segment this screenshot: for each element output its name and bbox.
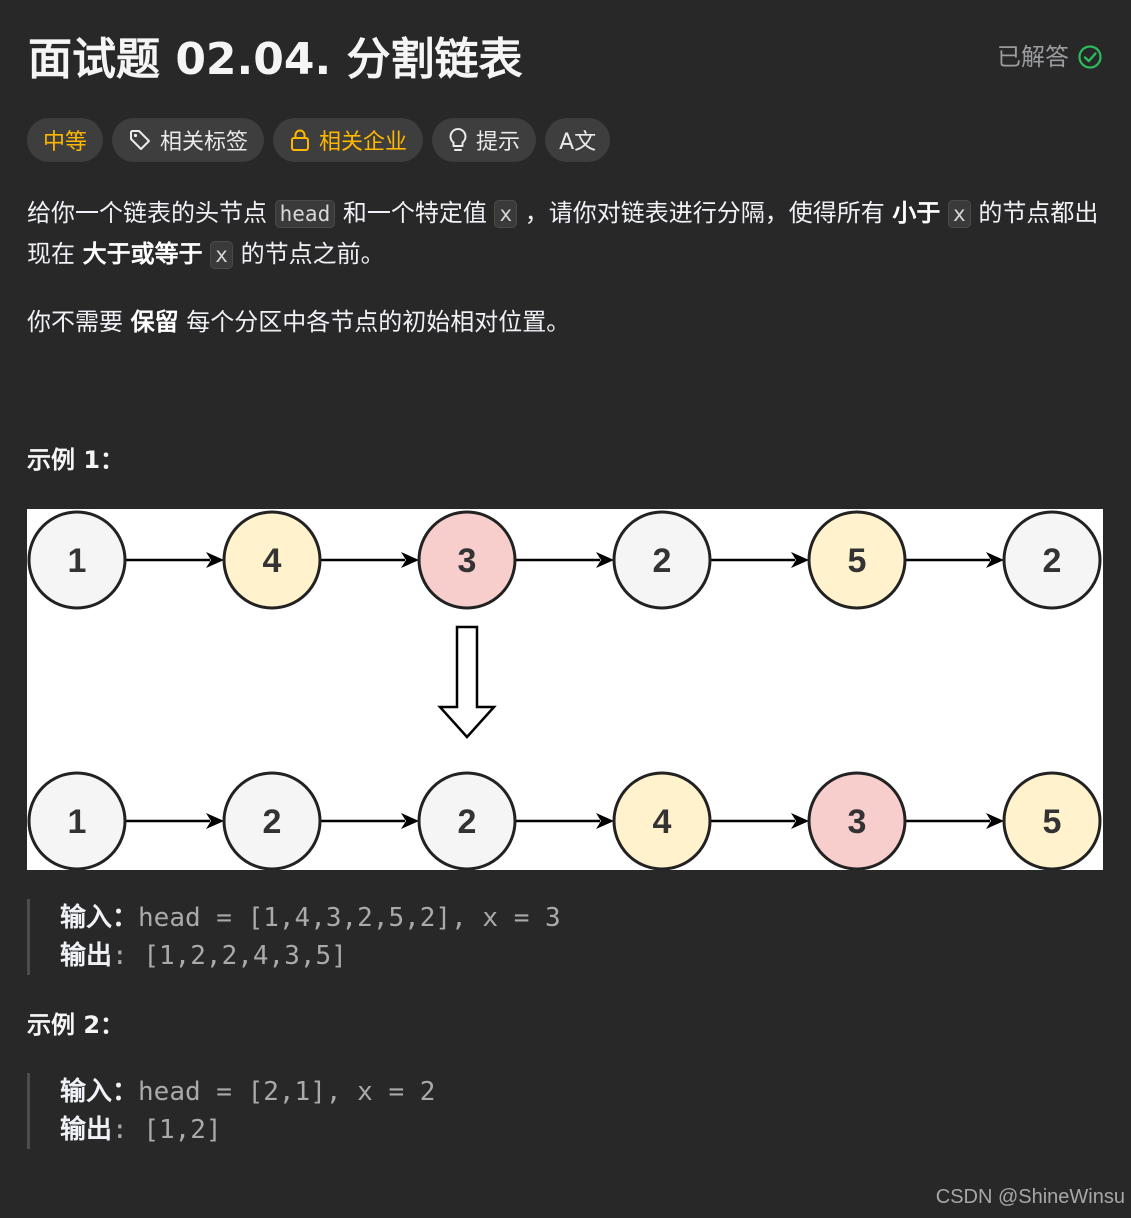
input-label: 输入： [60,903,139,933]
lightbulb-icon [449,128,467,151]
solved-status: 已解答 [997,40,1103,74]
inline-code-head: head [274,200,336,228]
down-arrow-icon [437,625,497,739]
example-1-code: 输入：head = [1,4,3,2,5,2], x = 3 输出: [1,2,… [27,899,561,975]
top-row-arrow-head [596,552,614,568]
bottom-row-arrow-head [206,813,224,829]
solved-label: 已解答 [997,43,1069,71]
translate-icon: A文 [559,130,597,155]
bold-text: 大于或等于 [82,240,203,268]
bottom-row-node-label: 3 [848,803,867,841]
top-row-node [27,510,127,610]
bottom-row-node [417,771,517,870]
top-row-arrow-head [206,552,224,568]
example-1-diagram: 1 4 3 2 5 2 1 2 2 4 3 5 [27,509,1103,870]
top-row-node [807,510,907,610]
input-label: 输入： [60,1077,139,1107]
top-row-node-label: 2 [653,542,672,580]
check-circle-icon [1078,45,1102,69]
difficulty-badge: 中等 [27,118,104,162]
text: 和一个特定值 [335,199,495,227]
top-row-node-label: 3 [458,542,477,580]
watermark: CSDN @ShineWinsu [935,1186,1125,1208]
top-row-node-label: 1 [68,542,87,580]
top-row-node [417,510,517,610]
bottom-row-arrow-head [986,813,1004,829]
tag-icon [130,130,151,150]
bottom-row-node-label: 2 [263,803,282,841]
bold-text: 小于 [892,199,941,227]
example-2-input-line: 输入：head = [2,1], x = 2 [60,1073,435,1111]
inline-code-x: x [494,200,518,228]
bottom-row-node [27,771,127,870]
hint-label: 提示 [476,130,521,155]
description-paragraph-1: 给你一个链表的头节点 head 和一个特定值 x ，请你对链表进行分隔，使得所有… [27,193,1107,275]
description-paragraph-2: 你不需要 保留 每个分区中各节点的初始相对位置。 [27,302,1107,342]
bottom-row-node [222,771,322,870]
bottom-row-arrow-head [791,813,809,829]
input-value: head = [2,1], x = 2 [138,1077,436,1107]
text: ，请你对链表进行分隔，使得所有 [517,199,893,227]
inline-code-x: x [210,241,233,269]
output-value: : [1,2,2,4,3,5] [112,941,347,971]
bottom-row-node [807,771,907,870]
text: 的节点之前。 [232,240,385,268]
output-value: : [1,2] [112,1115,222,1145]
bold-text: 保留 [130,308,179,336]
example-2-code: 输入：head = [2,1], x = 2 输出: [1,2] [27,1073,435,1149]
difficulty-label: 中等 [43,130,88,155]
top-row-node [1002,510,1102,610]
tag-bar: 中等 相关标签 相关企业 提示 A文 [27,118,611,162]
related-tags-button[interactable]: 相关标签 [112,118,265,162]
top-row-node [612,510,712,610]
top-row-arrow-head [401,552,419,568]
bottom-row-node [612,771,712,870]
hint-button[interactable]: 提示 [432,118,537,162]
example-2-title: 示例 2： [27,1011,125,1039]
input-value: head = [1,4,3,2,5,2], x = 3 [138,903,561,933]
top-row-node-label: 5 [848,542,867,580]
bottom-row-node-label: 1 [68,803,87,841]
top-row-arrow-head [791,552,809,568]
related-tags-label: 相关标签 [160,130,249,155]
bottom-row-arrow-head [401,813,419,829]
example-1-output-line: 输出: [1,2,2,4,3,5] [60,937,561,975]
example-1-title: 示例 1： [27,446,125,474]
bottom-row-node-label: 2 [458,803,477,841]
bottom-row-node-label: 5 [1043,803,1062,841]
inline-code-x: x [948,200,971,228]
related-companies-button[interactable]: 相关企业 [273,118,424,162]
top-row-node [222,510,322,610]
text: 的节点都出现在 [27,199,1099,268]
output-label: 输出 [60,941,113,971]
bottom-row-arrow-head [596,813,614,829]
example-2-output-line: 输出: [1,2] [60,1111,435,1149]
text [940,199,948,227]
problem-title: 面试题 02.04. 分割链表 [28,34,523,85]
output-label: 输出 [60,1115,113,1145]
bottom-row-node-label: 4 [653,803,672,841]
text: 每个分区中各节点的初始相对位置。 [178,308,571,336]
related-companies-label: 相关企业 [319,130,408,155]
text: 给你一个链表的头节点 [27,199,275,227]
top-row-node-label: 4 [263,542,282,580]
translate-button[interactable]: A文 [545,118,611,162]
text: 你不需要 [27,308,131,336]
example-1-input-line: 输入：head = [1,4,3,2,5,2], x = 3 [60,899,561,937]
top-row-node-label: 2 [1043,542,1062,580]
linked-list-diagram: 1 4 3 2 5 2 1 2 2 4 3 5 [27,510,1102,870]
bottom-row-node [1002,771,1102,870]
top-row-arrow-head [986,552,1004,568]
lock-icon [291,129,310,151]
